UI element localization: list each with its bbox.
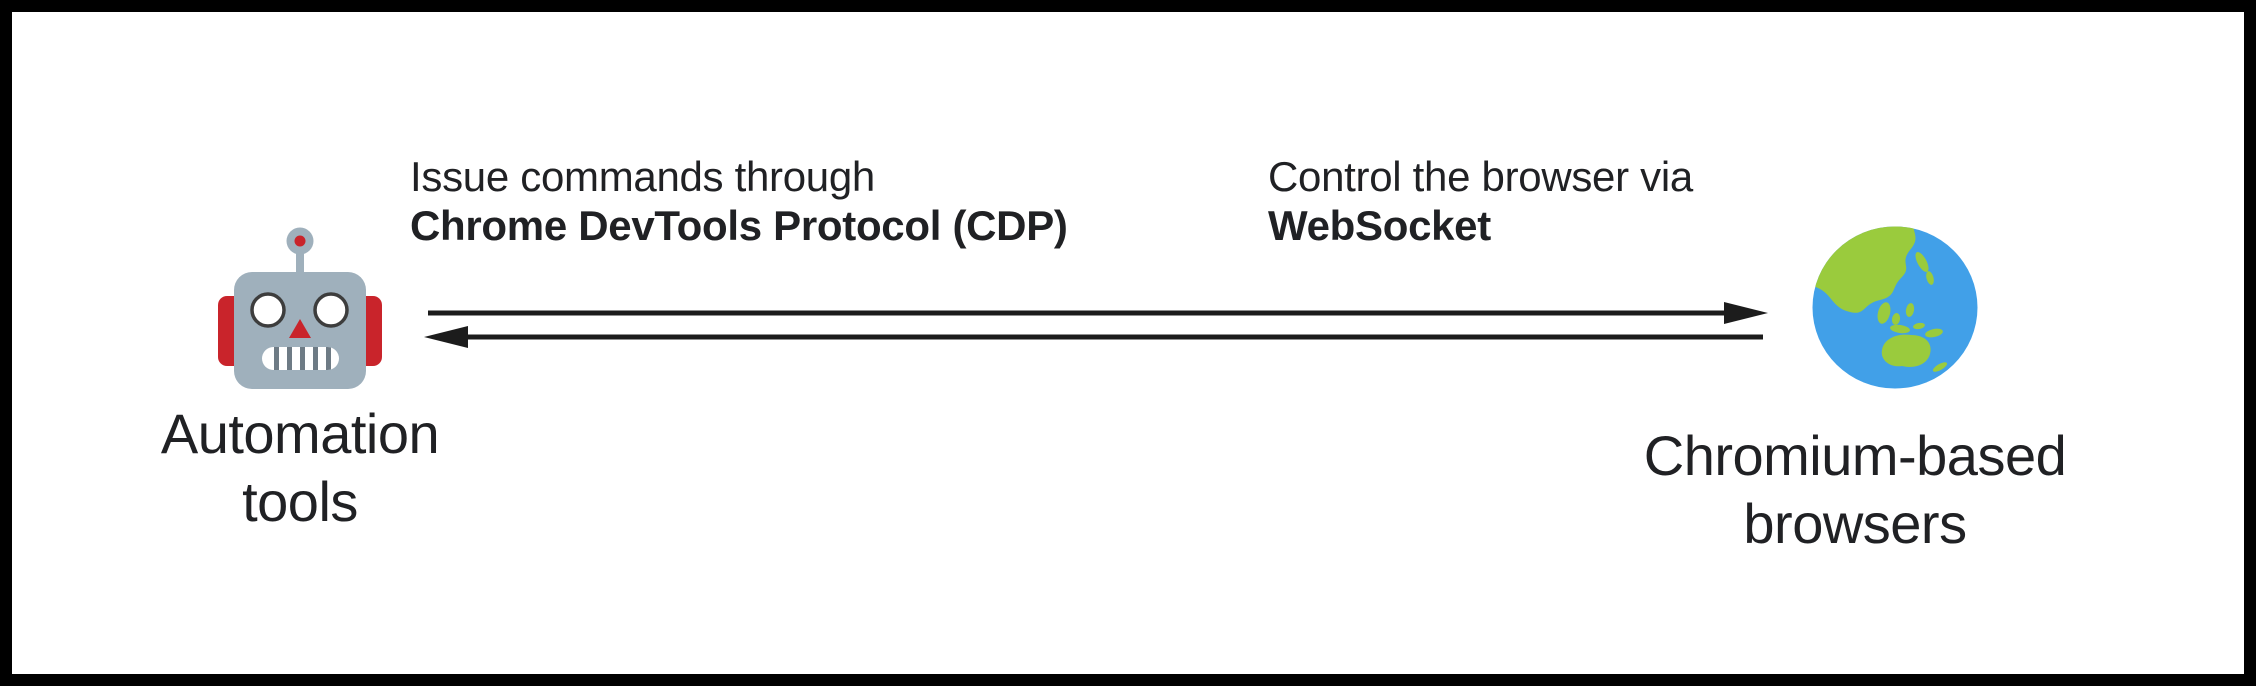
automation-tools-label: Automation tools (110, 400, 490, 536)
arrow-heads (424, 302, 1768, 348)
cdp-annotation-line1: Issue commands through (410, 153, 875, 200)
chromium-browsers-label: Chromium-based browsers (1630, 422, 2080, 558)
cdp-annotation-line2: Chrome DevTools Protocol (CDP) (410, 202, 1068, 249)
chromium-browsers-label-line2: browsers (1743, 492, 1967, 555)
websocket-annotation: Control the browser via WebSocket (1268, 152, 1693, 250)
cdp-annotation: Issue commands through Chrome DevTools P… (410, 152, 1068, 250)
arrow-lines (428, 310, 1763, 340)
robot-eyes (250, 292, 349, 328)
robot-antenna-dot (294, 235, 306, 247)
chromium-browsers-label-line1: Chromium-based (1643, 424, 2067, 487)
robot-antenna-stem (296, 250, 304, 276)
websocket-annotation-line1: Control the browser via (1268, 153, 1693, 200)
diagram-canvas: Issue commands through Chrome DevTools P… (12, 12, 2244, 674)
robot-mouth-stripes (274, 347, 331, 370)
robot-nose (289, 319, 311, 338)
automation-tools-label-line1: Automation (160, 402, 440, 465)
automation-tools-label-line2: tools (242, 470, 358, 533)
robot-icon (218, 227, 382, 389)
arrowhead-left-icon (424, 326, 468, 348)
globe-icon (1812, 226, 1978, 389)
connection-arrows (424, 302, 1768, 348)
websocket-annotation-line2: WebSocket (1268, 202, 1491, 249)
arrowhead-right-icon (1724, 302, 1768, 324)
